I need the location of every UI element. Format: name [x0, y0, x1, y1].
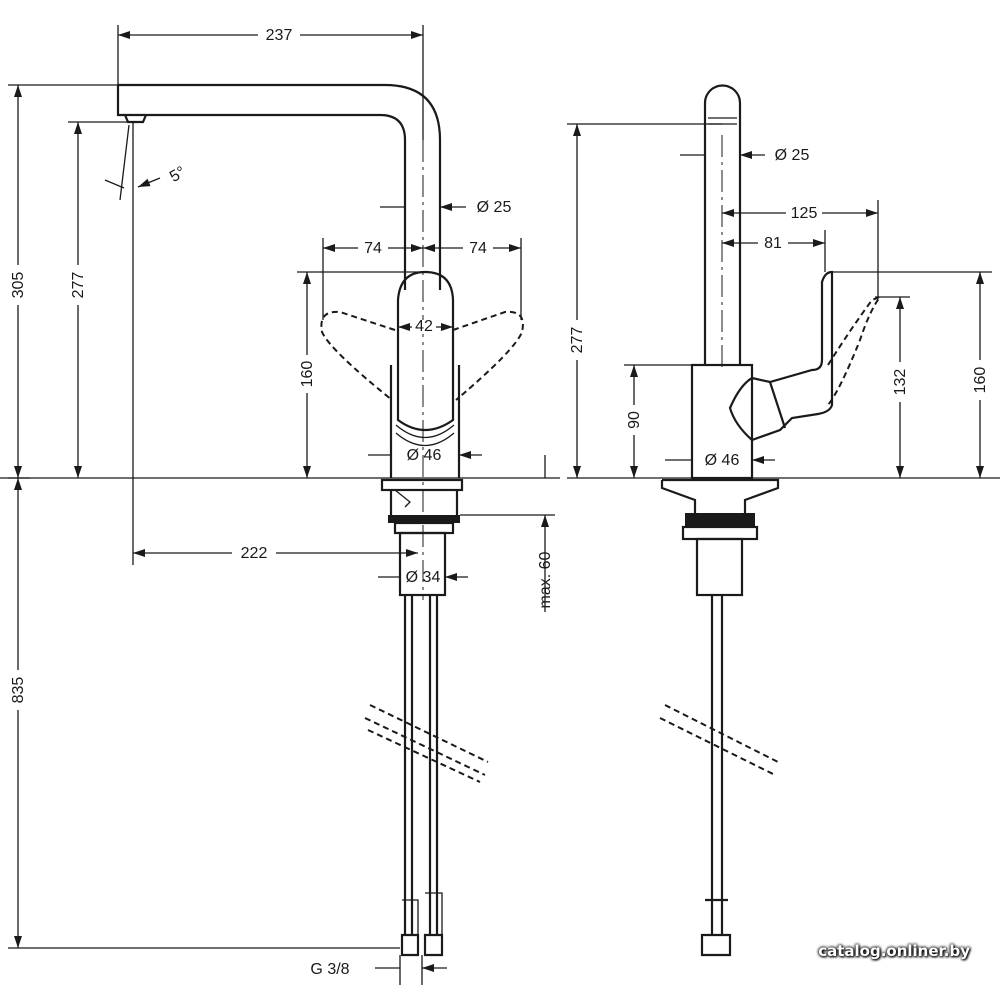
label-hose-length: 835: [10, 677, 27, 704]
spout-outlet: [708, 117, 737, 125]
label-lever-height: 160: [299, 361, 316, 388]
spray-angle-line: [119, 124, 130, 201]
label-lever-left: 74: [364, 240, 382, 257]
label-lever-width: 42: [415, 318, 433, 335]
dim-angle: [104, 178, 161, 188]
hose-fittings: [400, 933, 444, 957]
break-lines: [659, 704, 779, 776]
label-spout-diameter: Ø 25: [775, 147, 810, 164]
fixing-nut: [681, 525, 759, 541]
pin: [394, 489, 411, 508]
base-plate: [380, 478, 464, 492]
body: [690, 363, 754, 480]
label-total-height: 305: [10, 272, 27, 299]
label-spray-angle: 5°: [167, 164, 189, 186]
hose: [710, 595, 724, 935]
label-body-diameter: Ø 46: [705, 452, 740, 469]
side-view: 277 Ø 25 125 81 90 Ø 46 132 160: [567, 84, 1000, 957]
aerator: [123, 114, 148, 124]
lever-position-right: [452, 310, 524, 401]
label-lever-reach-closed: 81: [764, 235, 782, 252]
lever-position-left: [320, 310, 396, 401]
shank-lower: [398, 531, 447, 597]
hoses: [403, 595, 439, 935]
lever: [728, 270, 834, 442]
label-outlet-height: 277: [569, 327, 586, 354]
label-shank-diameter: Ø 34: [406, 569, 441, 586]
shank: [695, 537, 744, 597]
label-lever-right: 74: [469, 240, 487, 257]
label-top-width: 237: [266, 27, 293, 44]
label-connection-thread: G 3/8: [310, 961, 349, 978]
hose-fitting: [700, 898, 732, 957]
spout-outer: [118, 83, 442, 290]
label-lever-height-closed: 160: [972, 367, 989, 394]
label-reach: 222: [241, 545, 268, 562]
lever-joint: [768, 381, 787, 429]
thread: [685, 513, 755, 527]
label-spout-diameter: Ø 25: [477, 199, 512, 216]
spout-pipe: [703, 84, 742, 365]
fixing-nut: [388, 515, 460, 523]
label-body-height: 90: [626, 411, 643, 429]
label-outlet-height: 277: [70, 272, 87, 299]
watermark: catalog.onliner.by: [818, 942, 970, 960]
body-rings: [395, 424, 455, 446]
shank: [389, 490, 459, 515]
break-lines: [364, 704, 489, 783]
lever-open-position: [827, 294, 883, 406]
hose-crimp: [402, 892, 443, 935]
label-lever-reach-open: 125: [791, 205, 818, 222]
spout-inner: [116, 85, 407, 290]
base-plate: [660, 478, 780, 513]
thread: [393, 521, 455, 535]
front-view: 237 305 277 5° Ø 25 74 74 160 42 Ø 46 22…: [0, 25, 560, 985]
lever: [396, 270, 455, 432]
label-body-diameter: Ø 46: [407, 447, 442, 464]
label-lever-height-open: 132: [892, 369, 909, 396]
label-max-thickness: max. 60: [537, 551, 554, 608]
